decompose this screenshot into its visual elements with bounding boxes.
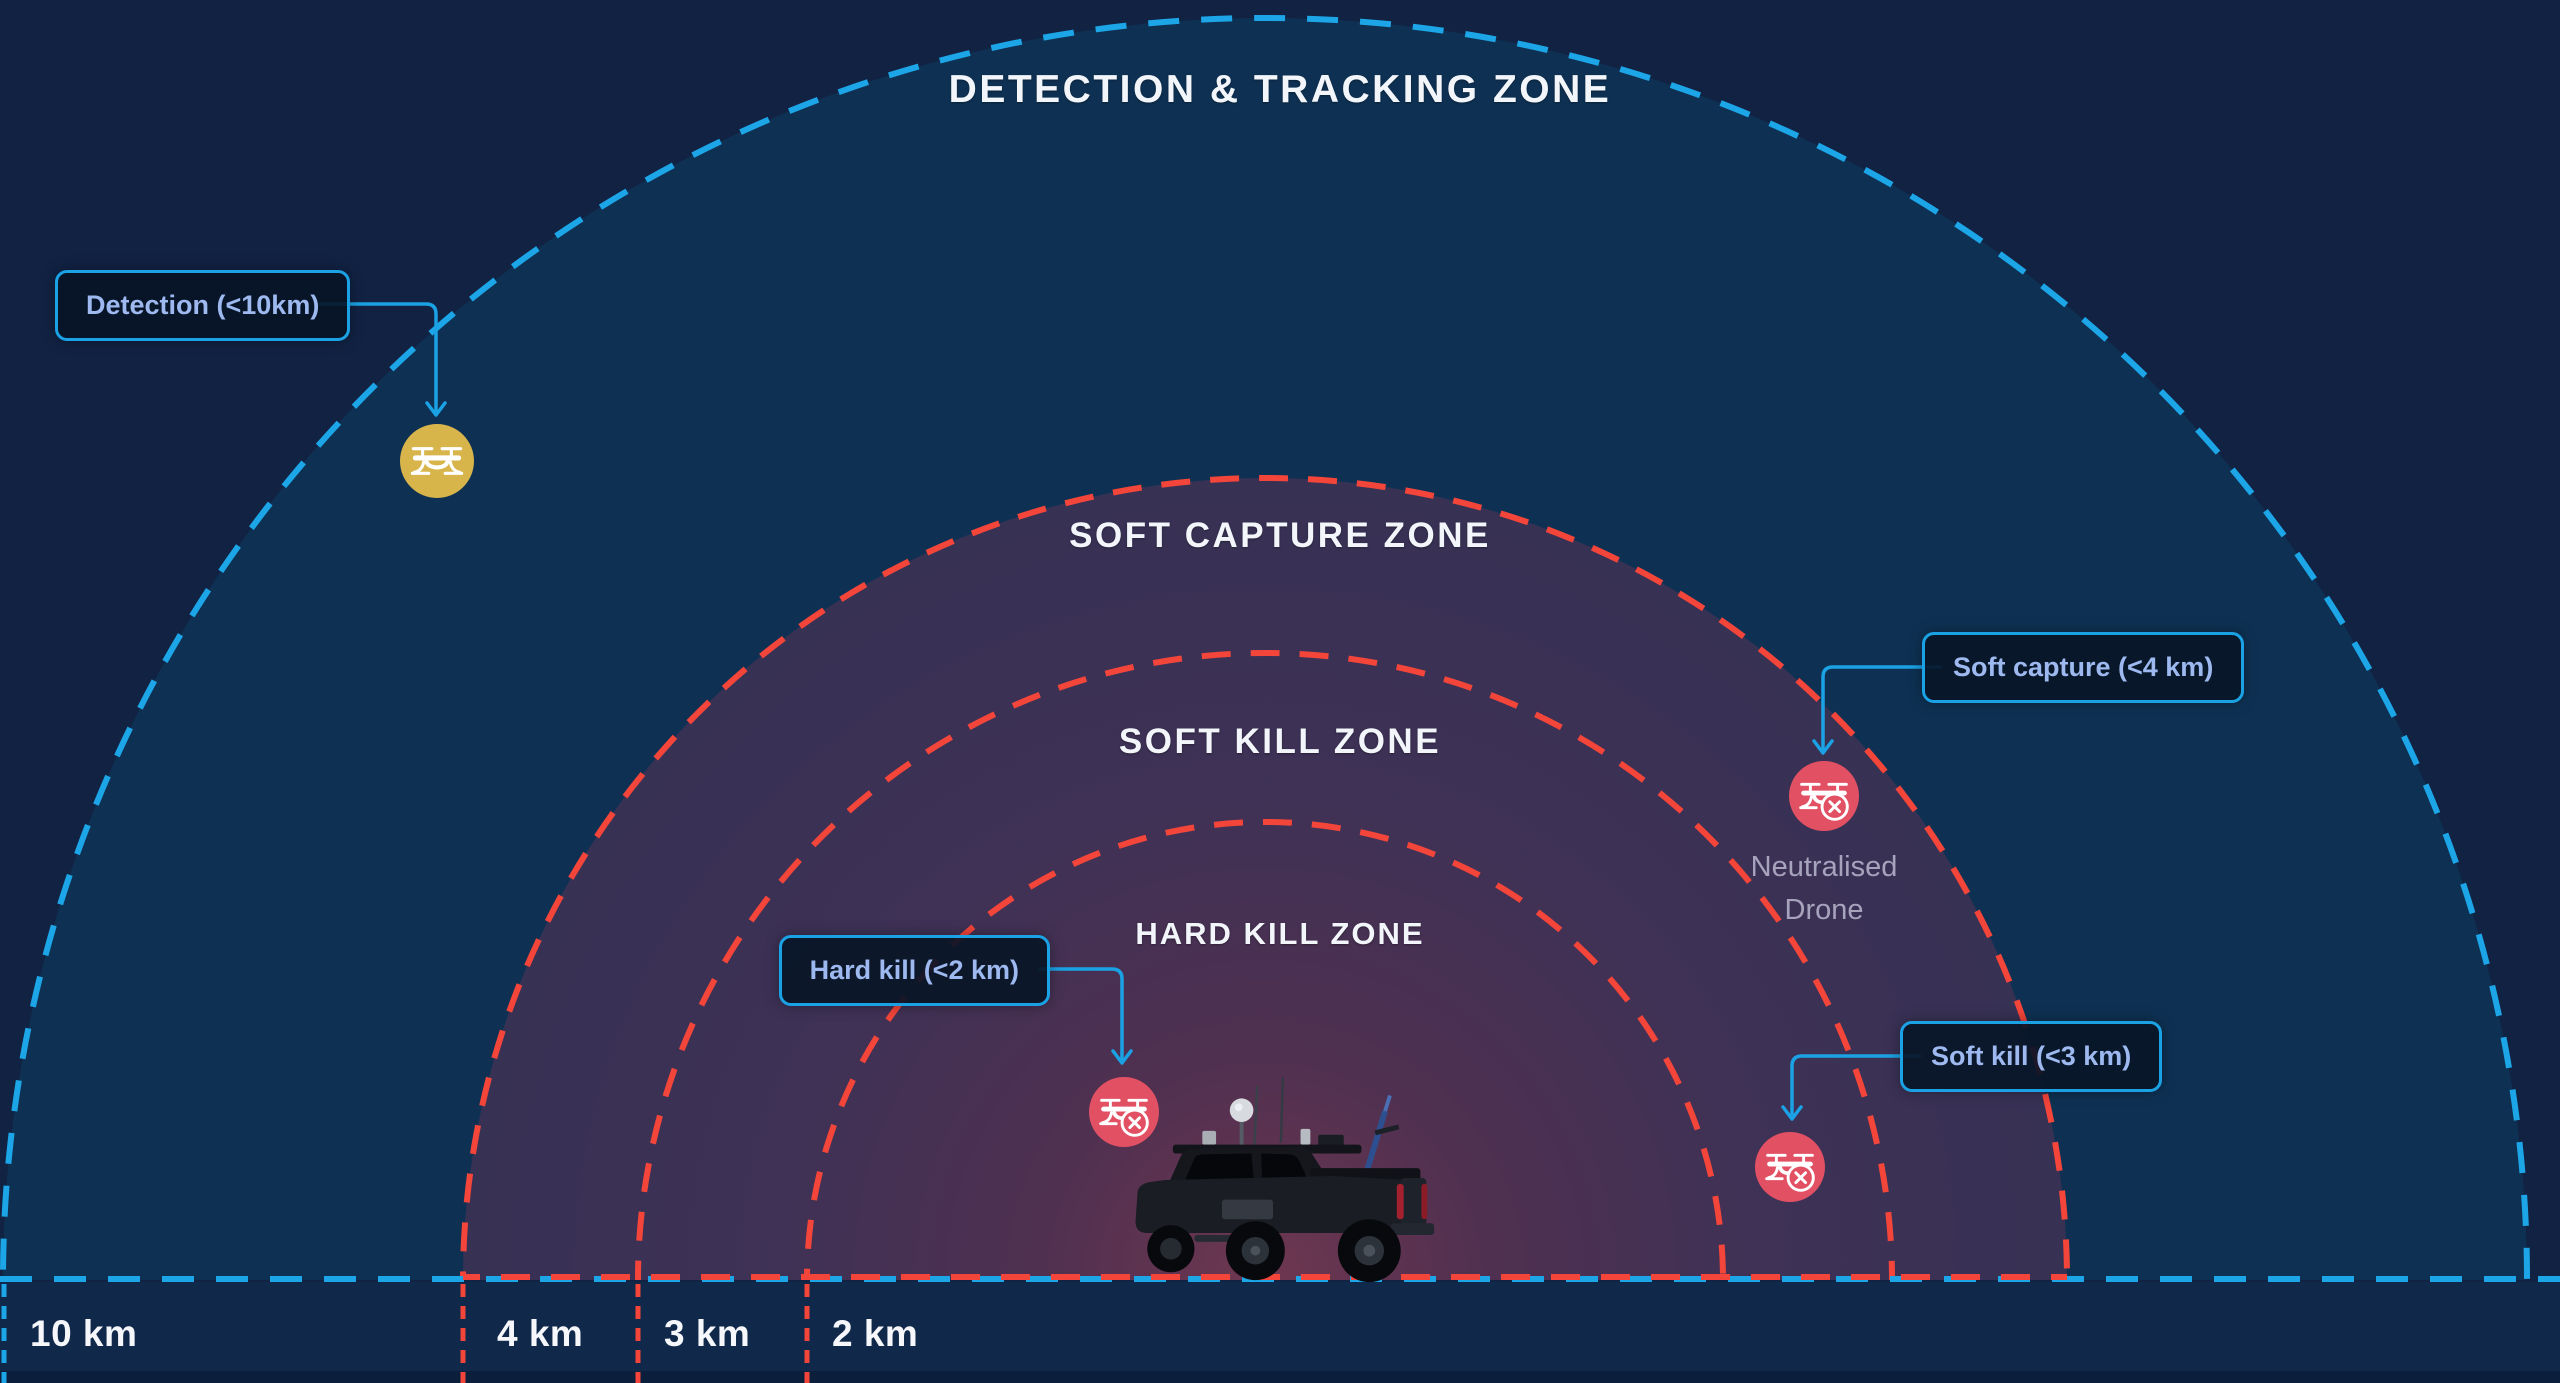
zone-title-soft-capture: SOFT CAPTURE ZONE bbox=[1069, 516, 1491, 555]
arrow-down-icon bbox=[425, 401, 447, 417]
ring-10km bbox=[0, 15, 2530, 1280]
drone-icon bbox=[400, 424, 474, 498]
scale-band bbox=[0, 1282, 2560, 1383]
arrow-down-icon bbox=[1812, 739, 1834, 755]
door-decal bbox=[1221, 1199, 1274, 1220]
zone-title-hard-kill: HARD KILL ZONE bbox=[1135, 916, 1425, 951]
arrow-down-icon bbox=[1781, 1105, 1803, 1121]
jammer-antenna bbox=[1362, 1110, 1388, 1177]
scale-band-footer bbox=[0, 1371, 2560, 1383]
arrow-down-icon bbox=[1111, 1049, 1133, 1065]
callout-detection: Detection (<10km) bbox=[55, 270, 351, 341]
drone-crossed-icon bbox=[1755, 1132, 1825, 1202]
callout-connectors bbox=[318, 302, 1942, 1121]
caption-line: Neutralised bbox=[1750, 851, 1898, 883]
connector-detection bbox=[318, 302, 438, 414]
engagement-zone-glow bbox=[463, 478, 2067, 1280]
caption-line: Drone bbox=[1784, 894, 1864, 926]
connector-hard-kill bbox=[1038, 967, 1124, 1062]
callout-soft-kill: Soft kill (<3 km) bbox=[1900, 1021, 2163, 1092]
ring-3km bbox=[635, 650, 1895, 1280]
taillight bbox=[1421, 1183, 1428, 1220]
zone-title-soft-kill: SOFT KILL ZONE bbox=[1118, 722, 1442, 761]
connector-soft-capture bbox=[1821, 665, 1942, 752]
neutralised-drone-caption: Neutralised Drone bbox=[1704, 846, 1944, 932]
callout-soft-capture: Soft capture (<4 km) bbox=[1922, 632, 2245, 703]
drone-crossed-icon bbox=[1789, 761, 1859, 831]
counter-uas-truck bbox=[1135, 1077, 1435, 1283]
scale-label-2km: 2 km bbox=[832, 1313, 919, 1354]
radar-dome bbox=[1229, 1098, 1254, 1123]
ring-2km bbox=[804, 819, 1726, 1280]
connector-soft-kill bbox=[1790, 1054, 1922, 1118]
ring-4km bbox=[460, 475, 2070, 1280]
zone-title-detection-tracking: DETECTION & TRACKING ZONE bbox=[948, 68, 1612, 111]
callout-hard-kill: Hard kill (<2 km) bbox=[778, 935, 1050, 1006]
taillight bbox=[1396, 1183, 1404, 1220]
scale-label-3km: 3 km bbox=[664, 1313, 751, 1354]
scale-label-10km: 10 km bbox=[30, 1313, 138, 1354]
drone-crossed-icon bbox=[1089, 1077, 1159, 1147]
scale-label-4km: 4 km bbox=[497, 1313, 584, 1354]
